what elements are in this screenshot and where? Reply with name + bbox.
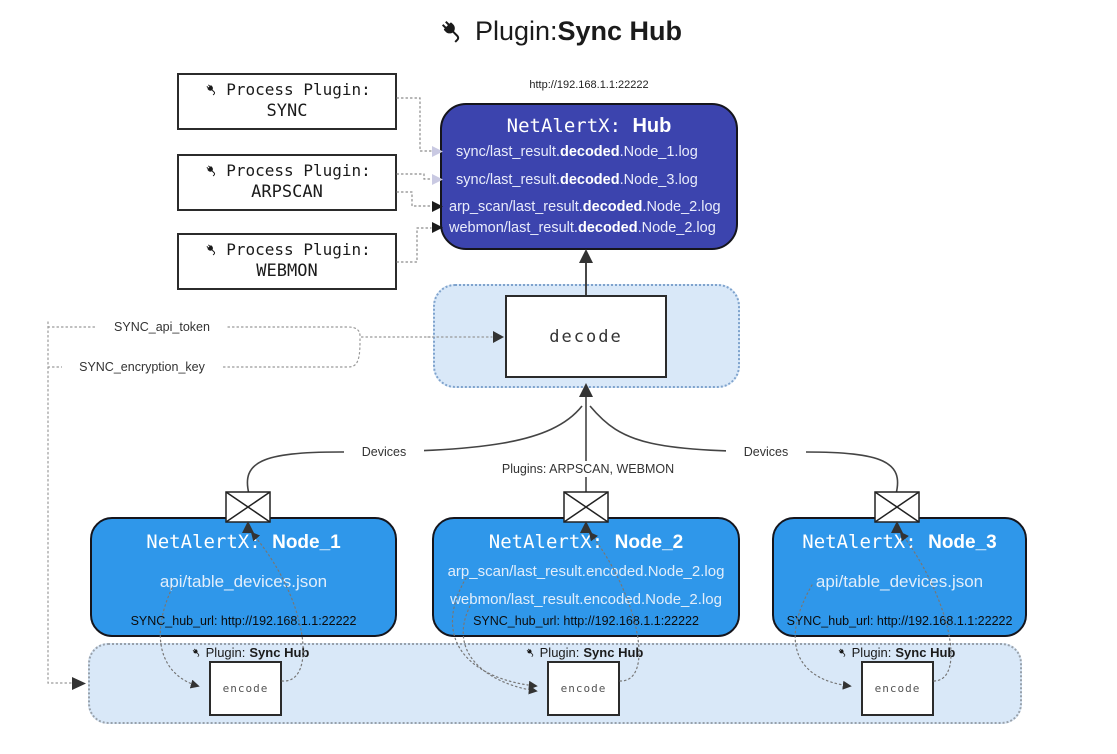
hub-log-line: sync/last_result.decoded.Node_3.log [456,172,698,188]
hub-title: NetAlertX: Hub [506,115,672,137]
node3-file: api/table_devices.json [815,572,984,591]
node3-title: NetAlertX: Node_3 [802,531,997,553]
encode2-box: encode [547,661,620,716]
process-plugin-box-arpscan: Process Plugin: ARPSCAN [177,154,397,211]
sync-to-hub-line [396,97,432,152]
arpscan-to-hub-line2 [396,191,432,207]
process-plugin-name: SYNC [266,101,308,121]
encode1-box: encode [209,661,282,716]
sync-api-token-label: SYNC_api_token [97,319,227,335]
keys-to-band-line [47,321,73,684]
plug-icon [836,646,849,659]
plug-icon [435,14,469,48]
title-bold: Sync Hub [557,15,683,46]
plug-icon [203,162,220,179]
hub-url-label: http://192.168.1.1:22222 [529,79,649,91]
keys-to-band-arrowhead [72,677,86,690]
encode3-plugin-label: Plugin: Sync Hub [823,644,968,661]
node1-hub-url: SYNC_hub_url: http://192.168.1.1:22222 [130,614,357,628]
node2-title: NetAlertX: Node_2 [488,531,684,553]
devices-left-label: Devices [344,444,424,460]
process-plugin-label: Process Plugin: [226,80,371,99]
encode1-plugin-label: Plugin: Sync Hub [177,644,322,661]
node2-box: NetAlertX: Node_2 arp_scan/last_result.e… [432,517,740,637]
process-plugin-name: ARPSCAN [251,182,323,202]
hub-log-line: arp_scan/last_result.decoded.Node_2.log [449,199,721,215]
plugins-center-label: Plugins: ARPSCAN, WEBMON [496,461,680,477]
process-plugin-name: WEBMON [256,261,318,281]
plug-icon [203,241,220,258]
hub-box: NetAlertX: Hub sync/last_result.decoded.… [440,103,738,250]
plug-icon [524,646,537,659]
diagram-title: Plugin: Sync Hub [0,14,1117,48]
decode-to-hub-arrowhead [579,249,593,263]
encode3-box: encode [861,661,934,716]
node2-hub-url: SYNC_hub_url: http://192.168.1.1:22222 [473,614,699,628]
process-plugin-label: Process Plugin: [226,161,371,180]
plug-icon [203,81,220,98]
process-plugin-label: Process Plugin: [226,240,371,259]
node1-box: NetAlertX: Node_1 api/table_devices.json… [90,517,397,637]
title-prefix: Plugin: [474,15,558,46]
node1-file: api/table_devices.json [159,572,328,591]
node1-title: NetAlertX: Node_1 [146,531,341,553]
webmon-to-hub-line [396,227,432,263]
process-plugin-box-sync: Process Plugin: SYNC [177,73,397,130]
plug-icon [190,646,203,659]
node3-hub-url: SYNC_hub_url: http://192.168.1.1:22222 [786,614,1013,628]
sync-encryption-key-label: SYNC_encryption_key [62,359,222,375]
hub-log-line: webmon/last_result.decoded.Node_2.log [449,220,716,236]
encode2-plugin-label: Plugin: Sync Hub [511,644,656,661]
process-plugin-box-webmon: Process Plugin: WEBMON [177,233,397,290]
node3-box: NetAlertX: Node_3 api/table_devices.json… [772,517,1027,637]
decode-box: decode [505,295,667,378]
hub-log-line: sync/last_result.decoded.Node_1.log [456,144,698,160]
node2-file: webmon/last_result.encoded.Node_2.log [450,591,722,608]
devices-right-label: Devices [726,444,806,460]
arpscan-to-hub-line1 [396,173,432,180]
node2-file: arp_scan/last_result.encoded.Node_2.log [447,563,725,580]
